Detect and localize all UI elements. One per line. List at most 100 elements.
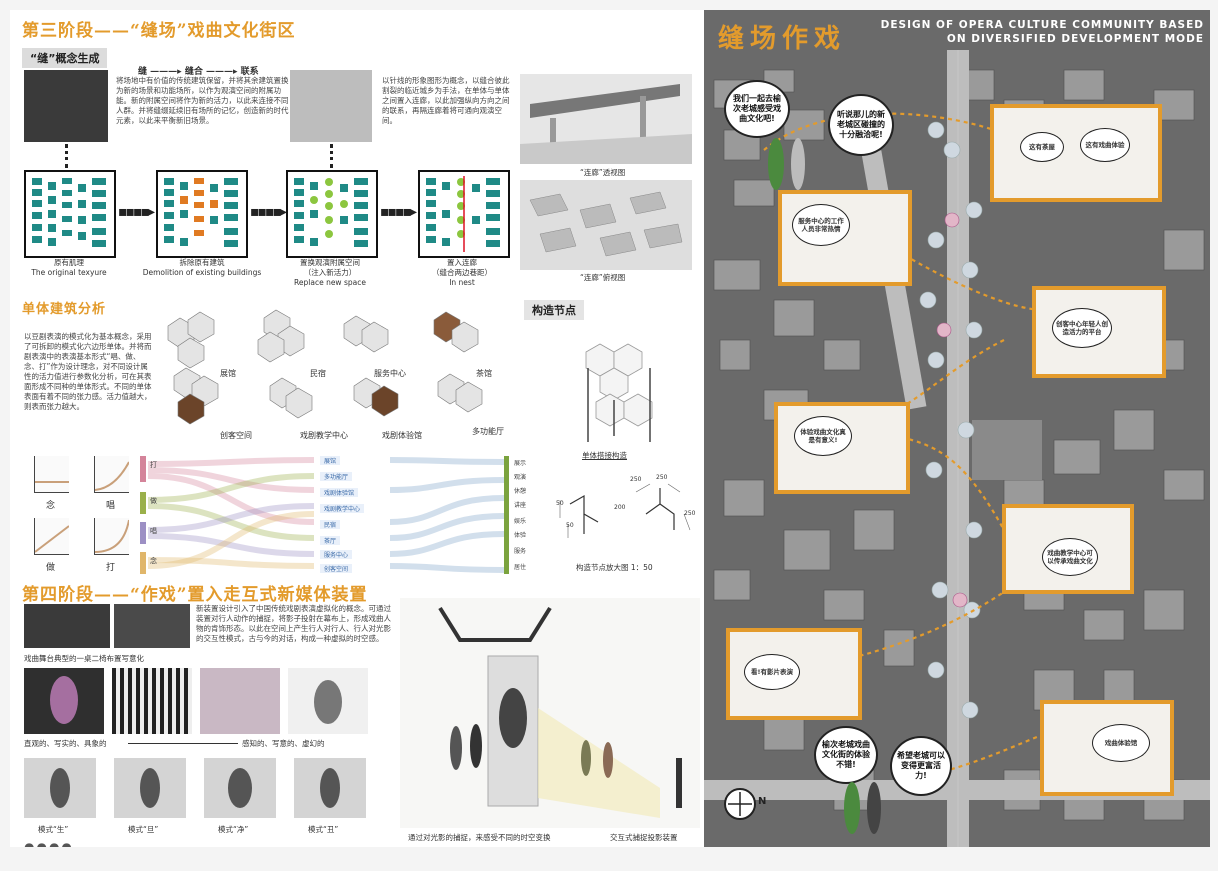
chart-zuo	[34, 518, 70, 555]
scene-frame-experience[interactable]: 体验戏曲文化真是有意义!	[774, 402, 910, 494]
building-label: 戏剧教学中心	[300, 431, 348, 440]
device-caption: 交互式捕捉投影装置	[610, 833, 678, 842]
page-indicator[interactable]: ●●●●	[24, 840, 74, 847]
connector	[330, 144, 333, 168]
scale-right-caption: 感知的、写意的、虚幻的	[242, 739, 325, 748]
hex-building-drawings	[167, 309, 483, 425]
speech-bubble: 榆次老城戏曲文化街的体验不错!	[814, 726, 878, 784]
stage4-title: 第四阶段——“作戏”置入走互式新媒体装置	[22, 585, 368, 605]
flow-step: 缝	[138, 67, 148, 77]
sankey-target: 服务	[514, 548, 527, 555]
construct-title: 构造节点	[524, 300, 584, 320]
step-en: Replace new space	[294, 278, 366, 287]
hex-buildings	[158, 306, 518, 446]
step-cn: 拆除原有建筑	[179, 258, 225, 267]
sankey-target: 居住	[514, 564, 527, 571]
sankey-target: 观演	[514, 474, 527, 481]
scene-frame-teahouse[interactable]: 这有茶屋 这有戏曲体验	[990, 104, 1162, 202]
dim-label: 250	[684, 510, 696, 517]
sankey-source: 念	[150, 557, 157, 565]
sankey-node: 多功能厅	[320, 472, 353, 481]
building-label: 戏剧体验馆	[382, 431, 422, 440]
chart-label: 唱	[106, 501, 116, 511]
sankey-source: 做	[150, 497, 157, 505]
step-en: Demolition of existing buildings	[142, 268, 262, 277]
block-pattern	[426, 176, 500, 252]
people-figures	[758, 128, 818, 198]
stage4-paragraph: 新装置设计引入了中国传统戏剧表演虚拟化的概念。可通过装置对行人动作的捕捉，将影子…	[196, 604, 391, 643]
concept-subtitle: “缝”概念生成	[22, 48, 108, 68]
unit-title: 单体建筑分析	[22, 302, 107, 317]
scene-frame-teaching[interactable]: 戏曲教学中心可以传承戏曲文化	[1002, 504, 1134, 594]
step-grid-original	[24, 170, 116, 258]
mode-image-jing	[204, 758, 276, 818]
scene-frame-film[interactable]: 看!有影片表演	[726, 628, 862, 720]
map-title-cn: 缝场作戏	[718, 24, 847, 54]
opera-figure-faded	[200, 668, 280, 734]
dim-label: 250	[656, 474, 668, 481]
chart-da	[94, 518, 130, 555]
stage3-title: 第三阶段——“缝场”戏曲文化街区	[22, 21, 296, 41]
step-grid-demolition	[156, 170, 248, 258]
step-arrow: ▪▪▪▪▸	[118, 204, 155, 220]
mode-image-chou	[294, 758, 366, 818]
people-figures	[834, 772, 894, 842]
sankey-source: 打	[150, 461, 157, 469]
mode-caption: 模式“净”	[218, 825, 249, 834]
scene-frame-maker[interactable]: 创客中心年轻人创造活力的平台	[1032, 286, 1166, 378]
scene-frame-opera[interactable]: 戏曲体验馆	[1040, 700, 1174, 796]
dim-label: 200	[614, 504, 626, 511]
connector	[65, 144, 68, 168]
building-label: 多功能厅	[472, 427, 504, 436]
scene-bubble: 服务中心的工作人员非常热情	[792, 204, 850, 246]
flow-step: 联系	[240, 67, 259, 77]
speech-bubble: 听说那儿的新老城区碰撞的十分融洽呢!	[828, 94, 894, 156]
sankey-node: 服务中心	[320, 550, 353, 559]
corridor-perspective-caption: “连廊”透视图	[580, 168, 626, 177]
sankey-node: 茶厅	[320, 536, 341, 545]
construct-caption-unit: 单体搭接构造	[582, 451, 627, 460]
step-en: The original texyure	[31, 268, 107, 277]
node-detail-drawing	[550, 474, 700, 556]
scene-frame-service[interactable]: 服务中心的工作人员非常热情	[778, 190, 912, 286]
scene-bubble: 这有戏曲体验	[1080, 128, 1130, 162]
sankey-target: 体验	[514, 532, 527, 539]
scene-bubble: 体验戏曲文化真是有意义!	[794, 416, 852, 456]
step-cn: 置换观演附属空间	[300, 258, 360, 267]
corridor-aerial-caption: “连廊”俯视图	[580, 273, 626, 282]
dim-label: 50	[556, 500, 564, 507]
block-pattern	[294, 178, 368, 247]
concept-paragraph: 将场地中有价值的传统建筑保留，并将其余建筑置换为新的场景和功能场所，以作为观演空…	[116, 76, 289, 125]
poster-sheet: 第三阶段——“缝场”戏曲文化街区 “缝”概念生成 缝 ———▸ 缝合 ———▸ …	[10, 10, 1210, 847]
corridor-paragraph: 以针线的形象图形为概念，以缝合彼此割裂的临近城乡为手法，在单体与单体之间置入连廊…	[382, 76, 510, 125]
step-grid-corridor	[418, 170, 510, 258]
sankey-diagram	[140, 450, 510, 580]
sankey-target: 讲座	[514, 502, 527, 509]
scene-bubble: 戏曲体验馆	[1092, 724, 1150, 762]
building-label: 茶馆	[476, 369, 492, 378]
mode-image-sheng	[24, 758, 96, 818]
step-cn2: （注入新活力）	[303, 268, 357, 277]
sankey-flows	[140, 456, 509, 574]
title-en-line: DESIGN OF OPERA CULTURE COMMUNITY BASED	[880, 19, 1204, 31]
mode-image-dan	[114, 758, 186, 818]
site-map-panel: 缝场作戏 DESIGN OF OPERA CULTURE COMMUNITY B…	[704, 10, 1210, 847]
mode-caption: 模式“旦”	[128, 825, 159, 834]
sankey-node: 民宿	[320, 520, 341, 529]
step-arrow: ▪▪▪▪▸	[250, 204, 287, 220]
building-label: 民宿	[310, 369, 326, 378]
chart-nian	[34, 456, 69, 493]
sankey-target: 展示	[514, 460, 527, 467]
step-grid-replace	[286, 170, 378, 258]
node-detail-lines	[559, 483, 691, 538]
building-label: 服务中心	[374, 369, 406, 378]
sankey-node: 创客空间	[320, 564, 353, 573]
sankey-source: 唱	[150, 527, 157, 535]
scene-bubble: 戏曲教学中心可以传承戏曲文化	[1042, 538, 1098, 576]
scene-bubble: 看!有影片表演	[744, 654, 800, 690]
chart-label: 做	[46, 563, 56, 573]
chart-chang	[94, 456, 130, 493]
opera-figure-silhouette	[288, 668, 368, 734]
